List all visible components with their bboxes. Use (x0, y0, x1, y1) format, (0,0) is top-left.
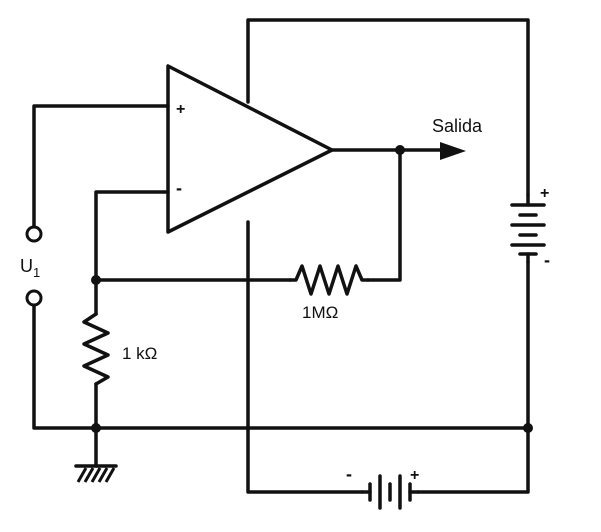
supply-wire-top (246, 18, 530, 197)
output-node (395, 145, 405, 155)
battery-right-plus: + (540, 185, 549, 202)
noninverting-input-wire (32, 104, 170, 228)
battery-bottom-minus: - (346, 464, 352, 484)
output-label: Salida (432, 116, 483, 136)
opamp-minus-sign: - (176, 178, 182, 198)
input-terminal-bottom (25, 289, 43, 307)
feedback-resistor (288, 264, 370, 296)
input-label: U1 (20, 256, 40, 280)
ground-node-right (523, 423, 533, 433)
feedback-resistor-label: 1MΩ (302, 303, 338, 322)
inverting-input-wire (94, 190, 170, 282)
input-label-subscript: 1 (33, 265, 40, 280)
opamp-triangle (166, 64, 334, 234)
supply-wire-bottom (246, 220, 364, 494)
ground-resistor-label: 1 kΩ (122, 344, 157, 363)
battery-right-minus: - (544, 250, 550, 270)
battery-bottom-plus: + (410, 467, 419, 484)
supply-wire-right (416, 260, 530, 494)
battery-bottom-icon (360, 474, 420, 510)
ground-resistor (82, 312, 110, 386)
ground-icon (74, 464, 118, 483)
output-arrow-icon (440, 142, 466, 160)
feedback-wire-right (366, 148, 402, 282)
input-terminal-top (25, 225, 43, 243)
opamp-plus-sign: + (176, 101, 185, 118)
ground-rail (32, 304, 530, 430)
battery-right-icon (510, 193, 546, 264)
